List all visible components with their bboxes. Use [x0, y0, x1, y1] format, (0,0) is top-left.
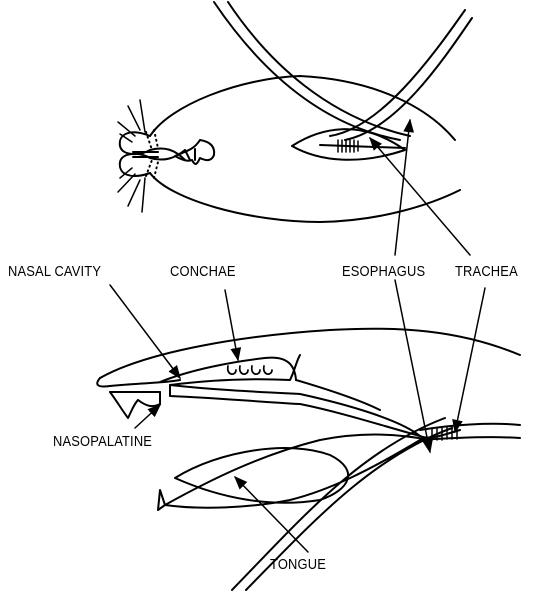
pointer-trachea-top — [370, 138, 470, 255]
label-nasopalatine: NASOPALATINE — [53, 433, 152, 450]
label-esophagus: ESOPHAGUS — [342, 263, 425, 280]
top-larynx-lens — [292, 129, 405, 160]
top-snout-lower-lobe — [120, 150, 185, 176]
top-tube-upper — [330, 10, 465, 136]
top-head-outline-lower — [150, 173, 460, 222]
side-trachea-tube — [420, 424, 520, 430]
side-hard-palate — [170, 385, 420, 436]
label-conchae: CONCHAE — [170, 263, 236, 280]
label-tongue: TONGUE — [270, 556, 326, 573]
side-tongue — [175, 448, 348, 503]
label-trachea: TRACHEA — [455, 263, 518, 280]
side-view-head — [97, 329, 520, 590]
pointer-trachea-side — [455, 288, 485, 432]
pointer-nasopalatine — [135, 405, 160, 428]
side-conchae-loops — [228, 366, 272, 374]
side-head-outline-upper — [100, 329, 520, 378]
top-whisker-dots — [146, 130, 158, 178]
pointer-conchae — [225, 290, 238, 360]
pointer-tongue — [235, 477, 308, 552]
side-upper-incisor — [110, 392, 138, 418]
pointer-nasal-cavity — [110, 285, 180, 378]
pointer-lines — [110, 120, 485, 552]
top-view-head — [118, 2, 472, 222]
label-nasal-cavity: NASAL CAVITY — [8, 263, 101, 280]
side-soft-palate — [300, 394, 460, 438]
pointer-esophagus — [395, 280, 430, 452]
